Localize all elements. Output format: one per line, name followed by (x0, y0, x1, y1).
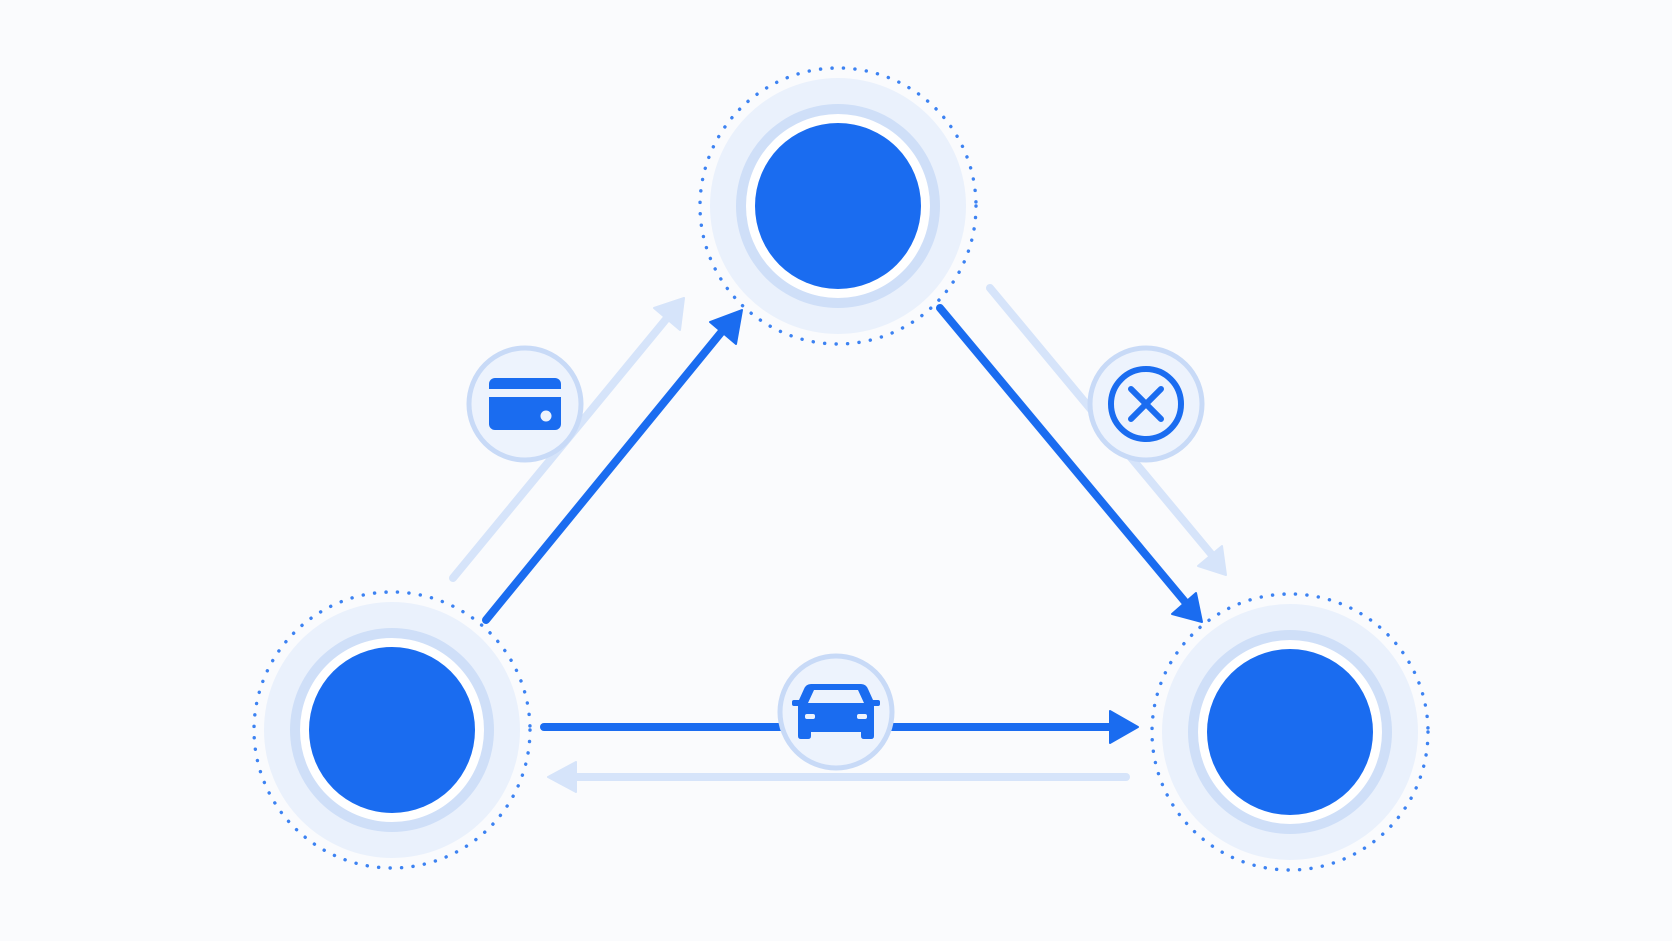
nodes (252, 66, 1430, 872)
car-badge[interactable] (777, 653, 895, 771)
arrow-right-to-left-faint (547, 761, 1130, 793)
node-top[interactable] (698, 66, 978, 346)
badges (466, 345, 1205, 771)
node-bottom-right[interactable] (1150, 592, 1430, 872)
credit-card-badge[interactable] (466, 345, 584, 463)
arrow-left-to-top (482, 309, 743, 624)
arrow-top-to-right (936, 304, 1203, 623)
car-icon (792, 684, 880, 739)
node-bottom-left[interactable] (252, 590, 532, 870)
cancel-badge[interactable] (1087, 345, 1205, 463)
credit-card-icon (489, 378, 561, 430)
close-circle-icon (1108, 366, 1184, 442)
